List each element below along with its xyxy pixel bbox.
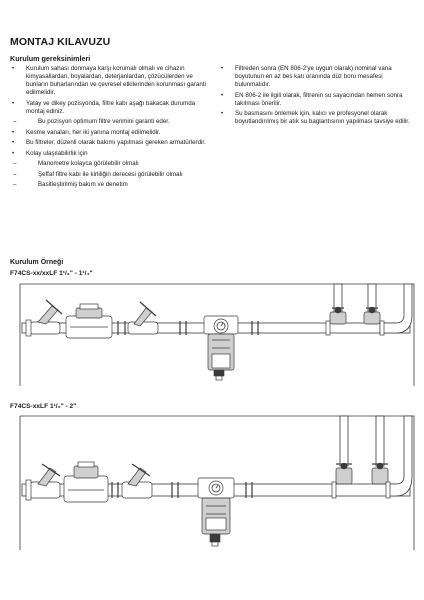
list-subitem: –Manometre kolayca görülebilir olmalı [13, 160, 139, 168]
elbow-fitting [379, 283, 413, 334]
shutoff-valve-mid [121, 463, 153, 499]
requirements-list-right: •Filtreden sonra (EN 806-2'ye uygun olar… [219, 65, 415, 129]
requirements-heading: Kurulum gereksinimleri [10, 54, 91, 63]
installation-diagram-1 [19, 283, 415, 386]
list-item: •Bu filtreler, düzenli olarak bakımı yap… [12, 139, 206, 147]
requirements-list-left: •Kurulum sahası donmaya karşı korumalı o… [10, 65, 206, 192]
riser-valve-1 [335, 462, 353, 485]
list-item: •Kolay ulaşılabilirlik için [12, 149, 88, 157]
diagram-frame [19, 283, 415, 386]
pipe-joints [111, 482, 253, 498]
list-subitem: –Bu pozisyon optimum filtre verimini gar… [13, 118, 170, 126]
filter-unit [203, 315, 239, 381]
elbow-fitting [387, 415, 413, 497]
riser-valve-1 [329, 306, 347, 325]
riser-pipe-1 [339, 415, 349, 467]
shutoff-valve-left [25, 299, 63, 337]
list-item: •Kurulum sahası donmaya karşı korumalı o… [12, 65, 206, 97]
example-heading: Kurulum Örneği [10, 259, 64, 266]
installation-diagram-2 [19, 415, 415, 550]
list-subitem: –Şeffaf filtre kabı ile kirliliğin derec… [13, 170, 183, 178]
list-subitem: –Basitleştirilmiş bakım ve denetim [13, 181, 128, 189]
shutoff-valve-left [25, 463, 61, 501]
riser-pipe-2 [375, 415, 385, 467]
water-meter [63, 461, 109, 503]
filter-unit [197, 477, 235, 547]
shutoff-valve-mid [127, 301, 159, 335]
pipe-joints [117, 321, 259, 335]
list-item: •EN 806-2 ile ilgili olarak, filtrenin s… [221, 91, 403, 107]
list-item: •Su basmasını önlemek için, kalıcı ve pr… [221, 110, 410, 126]
diagram-frame [19, 415, 415, 550]
list-item: •Kesme vanaları, her iki yanına montaj e… [12, 128, 161, 136]
page-title: MONTAJ KILAVUZU [10, 36, 111, 48]
riser-valve-2 [363, 306, 381, 325]
list-item: •Filtreden sonra (EN 806-2'ye uygun olar… [221, 65, 392, 89]
water-meter [65, 303, 113, 339]
model-label-2: F74CS-xxLF 1¹/₂" - 2" [10, 403, 77, 410]
model-label-1: F74CS-xx/xxLF 1¹/₂" - 1¹/₄" [10, 270, 93, 277]
riser-valve-2 [371, 462, 389, 485]
list-item: •Yatay ve dikey pozisyonda, filtre kabı … [12, 99, 196, 115]
